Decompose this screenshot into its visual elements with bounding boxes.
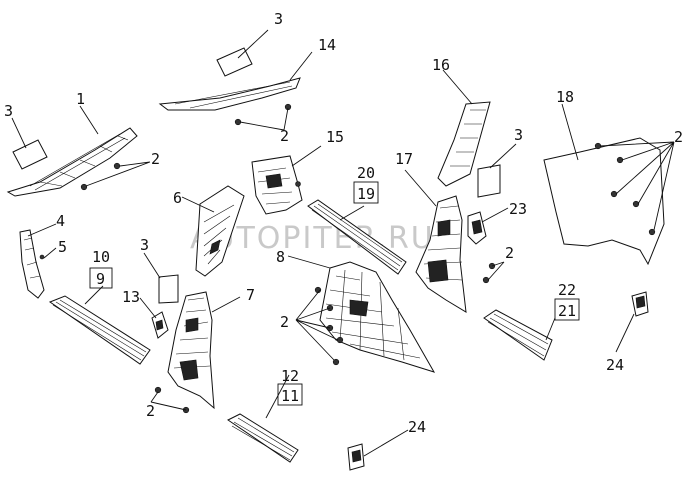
- part-b-pillar-lower-7: [167, 291, 215, 410]
- callout-8: 8: [276, 248, 285, 266]
- part-sill-plate-19: [307, 199, 407, 275]
- part-sill-plate-left: [48, 295, 151, 365]
- part-roof-rail-trim-left: [6, 127, 138, 197]
- callout-1: 1: [76, 90, 85, 108]
- callout-3c: 3: [140, 236, 149, 254]
- callout-7: 7: [246, 286, 255, 304]
- callout-2e: 2: [505, 244, 514, 262]
- part-c-pillar-8: [319, 261, 436, 373]
- callout-24a: 24: [606, 356, 624, 374]
- callout-3b: 3: [4, 102, 13, 120]
- part-bracket-13: [151, 311, 169, 339]
- callout-15: 15: [326, 128, 344, 146]
- callout-14: 14: [318, 36, 336, 54]
- callout-16: 16: [432, 56, 450, 74]
- part-pillar-lower-6: [195, 185, 245, 277]
- callout-17: 17: [395, 150, 413, 168]
- part-clip-24a: [631, 291, 649, 317]
- callout-13: 13: [122, 288, 140, 306]
- callout-3d: 3: [514, 126, 523, 144]
- callout-2f: 2: [674, 128, 683, 146]
- part-d-pillar-upper-16: [437, 101, 491, 187]
- callout-2a: 2: [151, 150, 160, 168]
- part-pillar-lower-17: [415, 195, 467, 313]
- callout-24b: 24: [408, 418, 426, 436]
- callout-19: 19: [357, 185, 375, 203]
- callout-4: 4: [56, 212, 65, 230]
- leader-lines: [11, 29, 675, 457]
- part-sill-plate-center: [227, 413, 299, 463]
- callout-12: 12: [281, 367, 299, 385]
- callout-6: 6: [173, 189, 182, 207]
- callout-9: 9: [96, 270, 105, 288]
- callout-21: 21: [558, 302, 576, 320]
- callout-18: 18: [556, 88, 574, 106]
- callout-2d: 2: [146, 402, 155, 420]
- part-sill-plate-right: [483, 309, 553, 361]
- part-bracket-23: [467, 211, 487, 245]
- part-pad-3b: [12, 139, 48, 170]
- callout-boxes: [89, 181, 580, 406]
- callout-5: 5: [58, 238, 67, 256]
- part-clip-24b: [347, 443, 365, 471]
- callout-11: 11: [281, 387, 299, 405]
- part-pad-3a: [216, 47, 253, 77]
- part-front-pillar-trim: [19, 229, 45, 299]
- callout-labels: 1 2 2 2 2 2 2 3 3 3 3 4 5 6 7 8 9 10 11 …: [4, 10, 683, 436]
- part-pad-3c: [158, 274, 179, 304]
- part-quarter-trim-18: [543, 137, 665, 266]
- callout-3a: 3: [274, 10, 283, 28]
- callout-2c: 2: [280, 313, 289, 331]
- part-roof-rail-trim-top: [158, 77, 301, 111]
- callout-10: 10: [92, 248, 110, 266]
- part-upper-pillar-15: [251, 155, 303, 215]
- callout-23: 23: [509, 200, 527, 218]
- fasteners-2: [80, 103, 656, 414]
- part-pad-3d: [477, 164, 501, 198]
- callout-20: 20: [357, 164, 375, 182]
- callout-22: 22: [558, 281, 576, 299]
- callout-2b: 2: [280, 127, 289, 145]
